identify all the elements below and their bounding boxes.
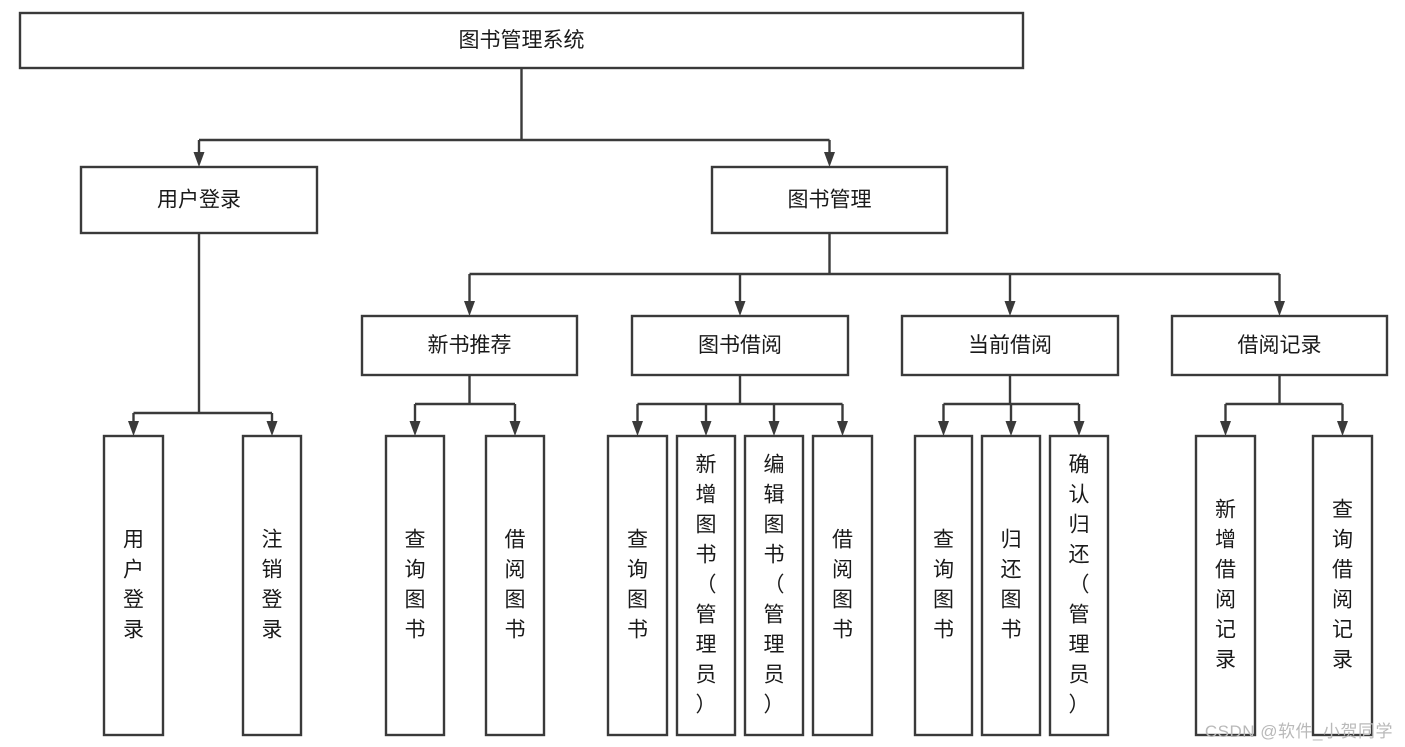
node-box [630,314,850,377]
node-box [1048,434,1110,737]
node-leaf_confirm_return[interactable]: 确认归还（管理员） [1048,434,1110,737]
node-box [1194,434,1257,737]
node-box [360,314,579,377]
arrow-head-icon [1073,421,1085,436]
node-leaf_logout[interactable]: 注销登录 [241,434,303,737]
node-root[interactable]: 图书管理系统 [18,11,1025,70]
node-leaf_borrow_book_a[interactable]: 借阅图书 [484,434,546,737]
node-box [606,434,669,737]
node-box [811,434,874,737]
node-borrow_record[interactable]: 借阅记录 [1170,314,1389,377]
node-book_manage[interactable]: 图书管理 [710,165,949,235]
node-current_borrow[interactable]: 当前借阅 [900,314,1120,377]
node-leaf_query_record[interactable]: 查询借阅记录 [1311,434,1374,737]
node-leaf_query_book_c[interactable]: 查询图书 [913,434,974,737]
edges-layer [128,68,1348,436]
arrow-head-icon [1004,301,1016,316]
arrow-head-icon [768,421,780,436]
node-box [900,314,1120,377]
node-label: 查询借阅记录 [1332,499,1353,672]
node-label: 借阅记录 [1238,334,1322,357]
node-label: 图书管理 [788,189,872,212]
nodes-layer: 图书管理系统用户登录图书管理新书推荐图书借阅当前借阅借阅记录用户登录注销登录查询… [18,11,1389,737]
node-label: 借阅图书 [505,529,526,642]
node-box [102,434,165,737]
node-leaf_edit_book[interactable]: 编辑图书（管理员） [743,434,805,737]
node-user_login[interactable]: 用户登录 [79,165,319,235]
node-box [913,434,974,737]
node-label: 图书管理系统 [459,29,585,52]
arrow-head-icon [1274,301,1285,316]
node-leaf_add_record[interactable]: 新增借阅记录 [1194,434,1257,737]
node-leaf_user_login[interactable]: 用户登录 [102,434,165,737]
node-box [710,165,949,235]
arrow-head-icon [938,421,949,436]
node-label: 查询图书 [405,529,426,642]
node-label: 借阅图书 [832,529,853,642]
node-label: 注销登录 [262,529,283,642]
node-box [675,434,737,737]
node-box [743,434,805,737]
node-book_borrow[interactable]: 图书借阅 [630,314,850,377]
node-leaf_query_book_a[interactable]: 查询图书 [384,434,446,737]
arrow-head-icon [824,152,835,167]
arrow-head-icon [700,421,712,436]
node-label: 确认归还（管理员） [1069,454,1090,717]
node-box [484,434,546,737]
node-label: 用户登录 [157,189,241,212]
node-box [79,165,319,235]
node-label: 新增借阅记录 [1215,499,1236,672]
node-box [980,434,1042,737]
node-label: 用户登录 [123,529,144,642]
arrow-head-icon [837,421,848,436]
arrow-head-icon [128,421,139,436]
node-label: 新书推荐 [428,334,512,357]
node-box [241,434,303,737]
node-label: 查询图书 [933,529,954,642]
node-label: 新增图书（管理员） [696,454,717,717]
node-leaf_return_book[interactable]: 归还图书 [980,434,1042,737]
arrow-head-icon [266,421,278,436]
node-new_book_rec[interactable]: 新书推荐 [360,314,579,377]
node-label: 当前借阅 [968,334,1052,357]
node-box [1311,434,1374,737]
node-leaf_query_book_b[interactable]: 查询图书 [606,434,669,737]
arrow-head-icon [734,301,746,316]
node-leaf_add_book[interactable]: 新增图书（管理员） [675,434,737,737]
node-label: 归还图书 [1001,529,1022,642]
node-label: 查询图书 [627,529,648,642]
arrow-head-icon [509,421,521,436]
arrow-head-icon [464,301,475,316]
node-label: 编辑图书（管理员） [764,454,785,717]
arrow-head-icon [409,421,421,436]
arrow-head-icon [193,152,205,167]
arrow-head-icon [1005,421,1017,436]
arrow-head-icon [632,421,643,436]
arrow-head-icon [1220,421,1231,436]
node-label: 图书借阅 [698,334,782,357]
node-box [384,434,446,737]
node-box [1170,314,1389,377]
node-box [18,11,1025,70]
node-leaf_borrow_book_b[interactable]: 借阅图书 [811,434,874,737]
arrow-head-icon [1337,421,1348,436]
